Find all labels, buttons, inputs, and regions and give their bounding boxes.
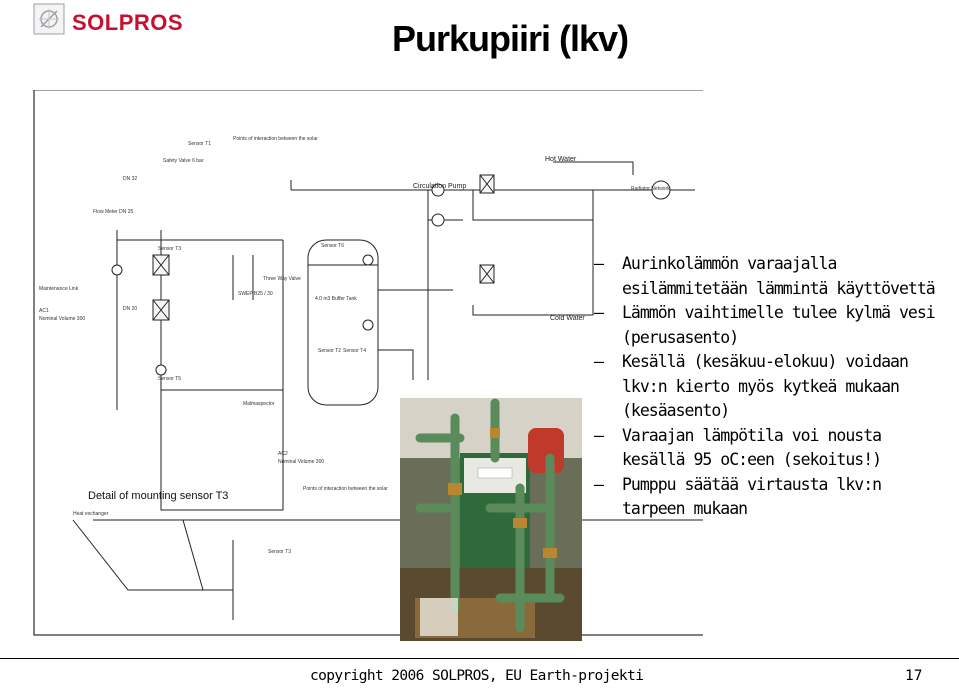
svg-text:Points of interaction between: Points of interaction between the solar [303,486,388,492]
bullet-item: — Aurinkolämmön varaajalla esilämmitetään… [594,252,949,301]
svg-text:Maintenance Link: Maintenance Link [39,286,79,292]
svg-text:AC1: AC1 [39,308,49,314]
svg-text:Three Way Valve: Three Way Valve [263,276,301,282]
svg-text:Nominal Volume 300: Nominal Volume 300 [39,316,85,322]
svg-text:DN 32: DN 32 [123,176,137,182]
svg-text:DN 20: DN 20 [123,306,137,312]
svg-text:Heat exchanger: Heat exchanger [73,511,109,517]
page-number: 17 [905,668,923,684]
label-hot-water: Hot Water [545,156,577,163]
svg-text:Flow Meter DN 25: Flow Meter DN 25 [93,209,134,215]
svg-text:AC2: AC2 [278,451,288,457]
svg-text:Sensor T4: Sensor T4 [343,348,366,354]
svg-text:SWEP B25 / 30: SWEP B25 / 30 [238,291,273,297]
bullet-item: — Pumppu säätää virtausta lkv:n tarpeen m… [594,473,949,522]
svg-text:Nominal Volume 300: Nominal Volume 300 [278,459,324,465]
svg-text:Sensor T2: Sensor T2 [318,348,341,354]
hydraulic-schematic: Flow Meter DN 25 Maintenance Link AC1 No… [33,89,703,636]
solpros-logo [33,3,65,35]
bullet-item: — Kesällä (kesäkuu-elokuu) voidaan lkv:n … [594,350,949,424]
bullet-marker: — [594,425,604,445]
svg-text:Malmaspector: Malmaspector [243,401,275,407]
svg-text:Sensor T1: Sensor T1 [188,141,211,147]
bullet-text: Pumppu säätää virtausta lkv:n tarpeen mu… [622,474,882,519]
svg-text:Sensor T6: Sensor T6 [321,243,344,249]
bullet-marker: — [594,352,604,371]
bullet-marker: — [594,474,604,494]
bullet-text: Lämmön vaihtimelle tulee kylmä vesi (per… [622,303,936,347]
footer-copyright: copyright 2006 SOLPROS, EU Earth-projekt… [310,668,644,684]
installation-photo [400,398,582,641]
label-cold-water: Cold Water [550,315,585,322]
bullet-list: — Aurinkolämmön varaajalla esilämmitetään… [594,252,949,522]
svg-text:Sensor T5: Sensor T5 [158,376,181,382]
bullet-item: — Lämmön vaihtimelle tulee kylmä vesi (pe… [594,301,949,350]
bullet-item: — Varaajan lämpötila voi nousta kesällä 9… [594,424,949,473]
bullet-text: Kesällä (kesäkuu-elokuu) voidaan lkv:n k… [622,352,909,420]
svg-text:Points of interaction between: Points of interaction between the solar [233,136,318,142]
footer-divider [0,658,959,659]
bullet-text: Varaajan lämpötila voi nousta kesällä 95… [622,425,882,470]
label-circulation-pump: Circulation Pump [413,183,466,190]
svg-text:Sensor T3: Sensor T3 [158,246,181,252]
bullet-text: Aurinkolämmön varaajalla esilämmitetään … [622,254,936,298]
slide-title: Purkupiiri (lkv) [392,18,629,59]
bullet-marker: — [594,254,604,273]
svg-text:4.0 m3 Buffer Tank: 4.0 m3 Buffer Tank [315,296,357,302]
detail-mounting-label: Detail of mounting sensor T3 [88,490,229,502]
svg-text:Radiator Network: Radiator Network [631,186,670,192]
brand-name: SOLPROS [72,10,184,35]
bullet-marker: — [594,303,604,322]
svg-text:Safety Valve 6 bar: Safety Valve 6 bar [163,158,204,164]
svg-text:Sensor T3: Sensor T3 [268,549,291,555]
